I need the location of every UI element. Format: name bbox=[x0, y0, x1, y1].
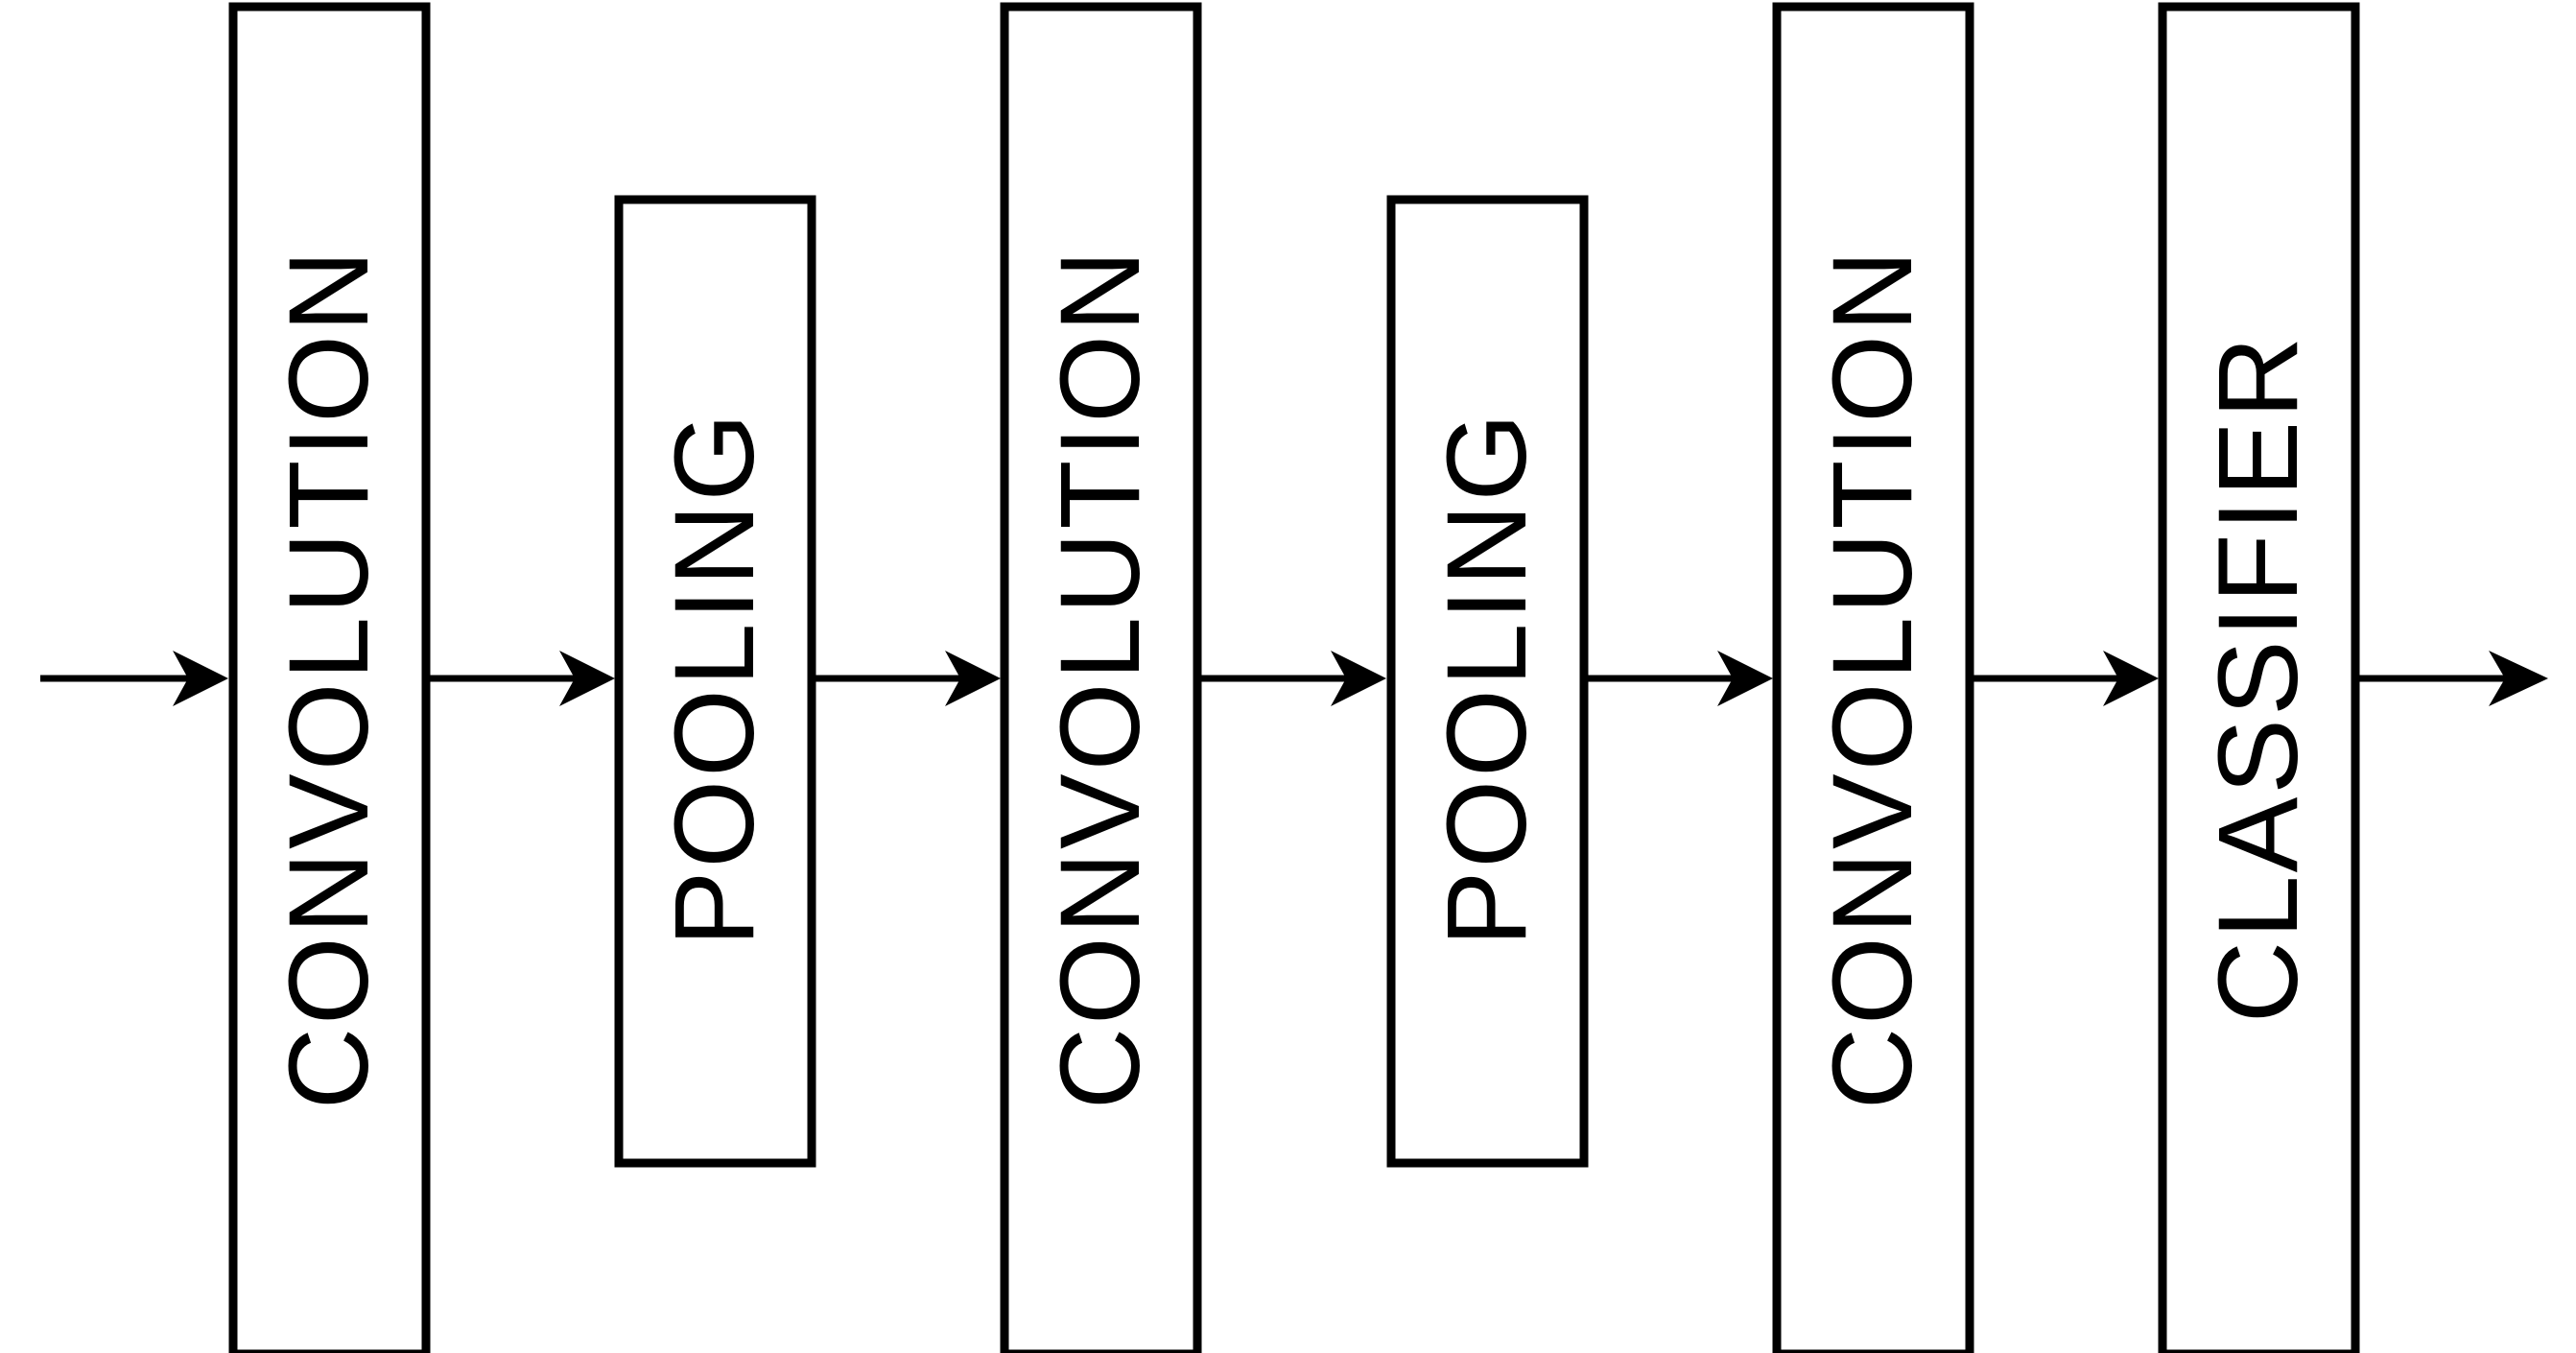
block-pooling-1: POOLING bbox=[614, 195, 816, 1168]
block-pooling-2-label: POOLING bbox=[1424, 411, 1550, 947]
block-convolution-3-label: CONVOLUTION bbox=[1809, 248, 1936, 1109]
block-convolution-2-label: CONVOLUTION bbox=[1037, 248, 1164, 1109]
arrow-convolution-2-to-pooling-2 bbox=[1201, 651, 1386, 706]
block-convolution-1: CONVOLUTION bbox=[228, 2, 431, 1353]
output-arrow bbox=[2359, 651, 2548, 706]
input-arrow bbox=[40, 651, 228, 706]
block-convolution-1-label: CONVOLUTION bbox=[266, 248, 392, 1109]
block-pooling-1-label: POOLING bbox=[651, 411, 778, 947]
arrow-convolution-1-to-pooling-1 bbox=[430, 651, 615, 706]
arrow-convolution-3-to-classifier bbox=[1973, 651, 2159, 706]
block-classifier: CLASSIFIER bbox=[2158, 2, 2360, 1353]
arrow-pooling-1-to-convolution-2 bbox=[815, 651, 1001, 706]
block-pooling-2: POOLING bbox=[1386, 195, 1589, 1168]
block-classifier-label: CLASSIFIER bbox=[2195, 334, 2322, 1024]
arrow-pooling-2-to-convolution-3 bbox=[1588, 651, 1773, 706]
block-convolution-2: CONVOLUTION bbox=[1000, 2, 1202, 1353]
block-convolution-3: CONVOLUTION bbox=[1772, 2, 1974, 1353]
